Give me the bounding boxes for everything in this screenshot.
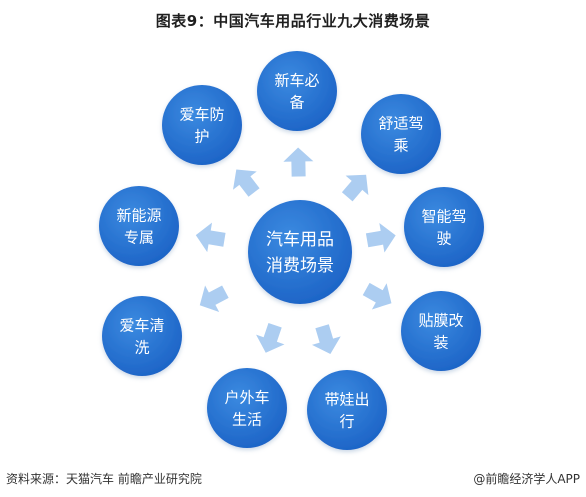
scenario-node-new-car-label-line: 备 bbox=[289, 93, 304, 111]
center-node-label-line: 消费场景 bbox=[266, 256, 334, 276]
figure-title: 图表9：中国汽车用品行业九大消费场景 bbox=[155, 12, 431, 30]
arrow-film-modification bbox=[362, 282, 392, 310]
scenario-node-car-protection-circle bbox=[162, 85, 242, 165]
scenario-node-outdoor-life-circle bbox=[207, 368, 287, 448]
scenario-node-car-cleaning-circle bbox=[102, 296, 182, 376]
scenario-node-film-modification-label-line: 装 bbox=[433, 333, 448, 351]
source-note: 资料来源：天猫汽车 前瞻产业研究院 bbox=[6, 472, 202, 486]
scenario-node-new-car-circle bbox=[257, 51, 337, 131]
arrow-smart-driving bbox=[365, 222, 396, 253]
scenario-node-car-protection-label-line: 爱车防 bbox=[179, 105, 224, 123]
scenario-node-kids-travel-label-line: 带娃出 bbox=[324, 390, 369, 408]
scenario-node-new-energy-circle bbox=[99, 186, 179, 266]
scenario-node-film-modification-circle bbox=[401, 291, 481, 371]
center-node-circle bbox=[248, 200, 352, 304]
arrow-comfort-driving bbox=[341, 174, 369, 202]
scenario-node-outdoor-life-label-line: 生活 bbox=[232, 410, 262, 428]
scenario-node-car-protection-label-line: 护 bbox=[194, 127, 209, 145]
scenario-node-kids-travel-circle bbox=[307, 370, 387, 450]
arrow-car-protection bbox=[233, 169, 260, 197]
arrow-car-cleaning bbox=[199, 285, 229, 312]
scenario-node-smart-driving-label-line: 智能驾 bbox=[421, 207, 466, 225]
scenario-node-comfort-driving-label-line: 乘 bbox=[393, 136, 408, 154]
scenario-node-smart-driving-label-line: 驶 bbox=[436, 229, 451, 247]
scenario-node-film-modification-label-line: 贴膜改 bbox=[418, 311, 463, 329]
scenario-node-outdoor-life-label-line: 户外车 bbox=[224, 388, 269, 406]
scenario-node-smart-driving-circle bbox=[404, 187, 484, 267]
arrow-new-car bbox=[283, 147, 314, 177]
scenario-node-kids-travel-label-line: 行 bbox=[339, 412, 354, 430]
arrow-group bbox=[195, 147, 396, 355]
scenario-node-comfort-driving-circle bbox=[361, 94, 441, 174]
scenario-node-comfort-driving-label-line: 舒适驾 bbox=[378, 114, 423, 132]
scenario-node-new-car-label-line: 新车必 bbox=[274, 71, 319, 89]
arrow-kids-travel bbox=[311, 324, 341, 355]
scenario-node-new-energy-label-line: 新能源 bbox=[116, 206, 161, 224]
brand-label: @前瞻经济学人APP bbox=[473, 472, 580, 486]
center-node-label-line: 汽车用品 bbox=[266, 230, 334, 250]
scenario-node-car-cleaning-label-line: 洗 bbox=[134, 338, 149, 356]
arrow-outdoor-life bbox=[256, 323, 285, 353]
scenario-node-car-cleaning-label-line: 爱车清 bbox=[119, 316, 164, 334]
arrow-new-energy bbox=[195, 222, 226, 253]
scenario-node-new-energy-label-line: 专属 bbox=[124, 228, 154, 246]
